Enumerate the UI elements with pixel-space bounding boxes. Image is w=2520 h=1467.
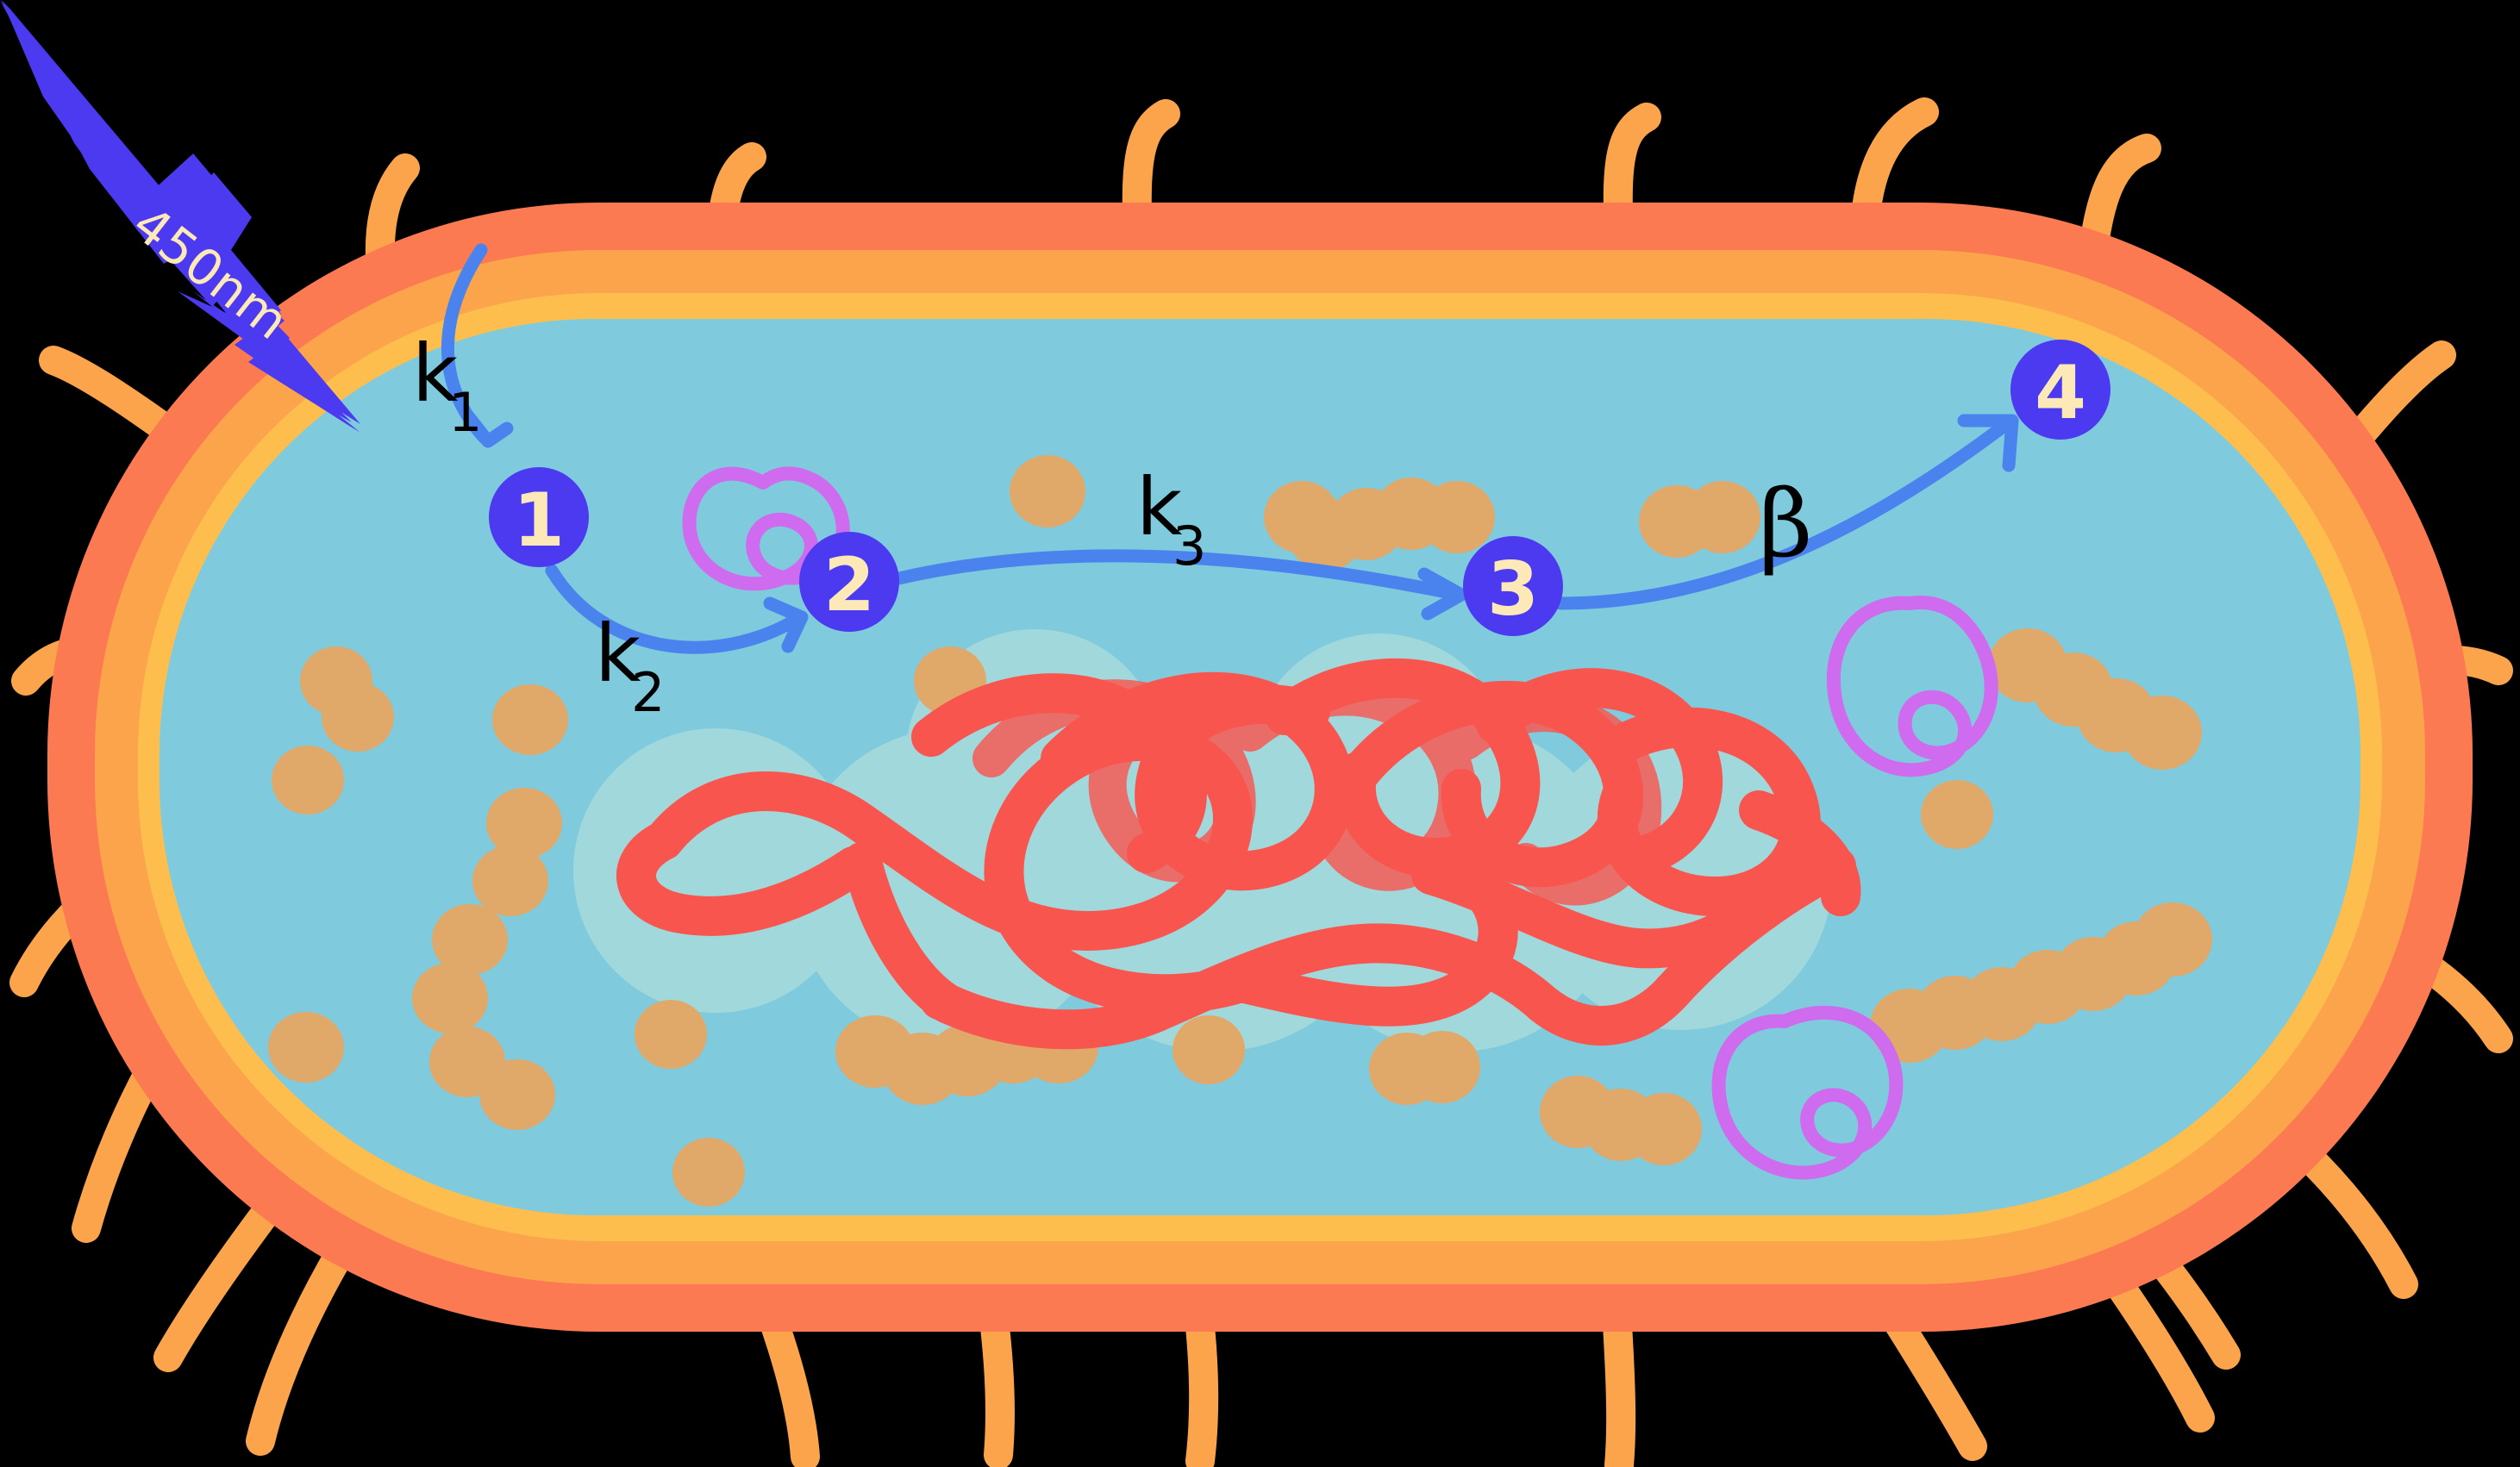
step-marker-4-circle[interactable] bbox=[2010, 340, 2110, 440]
plasmid-right-upper bbox=[1826, 596, 1998, 777]
signaling-arrows bbox=[441, 243, 2019, 654]
pilus-bottom-1 bbox=[246, 1233, 358, 1456]
arrow-step2-to-step3-head bbox=[1417, 567, 1468, 621]
k1-subscript: 1 bbox=[448, 381, 482, 444]
k1-base: k bbox=[412, 328, 459, 420]
step-marker-4-label: 4 bbox=[2035, 350, 2086, 436]
pilus-bottom-5 bbox=[1602, 1295, 1636, 1467]
ribosome bbox=[635, 1000, 707, 1069]
ribosome bbox=[1172, 1015, 1245, 1084]
step-marker-3-label: 3 bbox=[1487, 546, 1539, 633]
arrow-step3-to-step4-head bbox=[1957, 414, 2019, 472]
ribosome bbox=[492, 684, 568, 755]
ribosome bbox=[1921, 780, 1993, 849]
rate-constant-labels: k 1 k 2 k 3 β bbox=[412, 328, 1812, 724]
ribosome bbox=[486, 788, 562, 858]
k2-base: k bbox=[595, 608, 641, 700]
ribosome bbox=[272, 746, 344, 815]
plasmid-right-lower bbox=[1711, 1005, 1904, 1180]
k2-subscript: 2 bbox=[631, 661, 665, 724]
arrow-light-to-step1-head bbox=[462, 410, 514, 448]
ribosome bbox=[479, 1059, 555, 1130]
ribosome bbox=[432, 904, 508, 975]
step-marker-3[interactable]: 3 bbox=[1463, 536, 1563, 636]
ribosome bbox=[322, 683, 394, 752]
step-marker-2-circle[interactable] bbox=[799, 532, 899, 632]
step-marker-4[interactable]: 4 bbox=[2010, 340, 2110, 440]
step-markers: 1 2 3 4 bbox=[489, 340, 2110, 636]
plasmid-left bbox=[682, 466, 850, 591]
ribosome bbox=[1626, 1093, 1702, 1165]
step-marker-1[interactable]: 1 bbox=[489, 467, 589, 567]
rate-label-k2: k 2 bbox=[595, 608, 665, 724]
step-marker-2[interactable]: 2 bbox=[799, 532, 899, 632]
ribosome bbox=[472, 846, 548, 916]
beta-symbol: β bbox=[1759, 471, 1812, 578]
ribosome bbox=[1685, 481, 1760, 553]
arrow-step3-to-step4 bbox=[1554, 415, 2016, 610]
step-marker-1-label: 1 bbox=[513, 478, 565, 564]
rate-label-beta: β bbox=[1759, 471, 1812, 578]
nucleoid-dna-main bbox=[616, 658, 1861, 1050]
plasmids-group bbox=[682, 466, 1998, 1180]
ribosome bbox=[672, 1138, 745, 1207]
ribosome bbox=[1010, 455, 1085, 527]
ribosome bbox=[1404, 1031, 1480, 1103]
ribosome bbox=[268, 1012, 344, 1083]
rate-label-k1: k 1 bbox=[412, 328, 482, 444]
ribosome bbox=[2133, 902, 2212, 977]
ribosome bbox=[2123, 696, 2202, 770]
k3-subscript: 3 bbox=[1172, 515, 1206, 577]
pilus-bottom-4 bbox=[1184, 1295, 1219, 1467]
arrow-step1-to-step2-head bbox=[763, 596, 809, 653]
ribosome bbox=[412, 963, 488, 1033]
k3-base: k bbox=[1136, 461, 1183, 553]
pilus-left-5 bbox=[153, 1179, 295, 1372]
arrow-step2-to-step3 bbox=[888, 549, 1466, 602]
ribosome bbox=[1419, 481, 1495, 553]
rate-label-k3: k 3 bbox=[1136, 461, 1206, 577]
step-marker-3-circle[interactable] bbox=[1463, 536, 1563, 636]
step-marker-1-circle[interactable] bbox=[489, 467, 589, 567]
bolt-composite bbox=[0, 0, 360, 433]
ribosomes-group bbox=[268, 455, 2212, 1207]
arrow-step1-to-step2 bbox=[545, 564, 804, 654]
step-marker-2-label: 2 bbox=[823, 542, 875, 628]
